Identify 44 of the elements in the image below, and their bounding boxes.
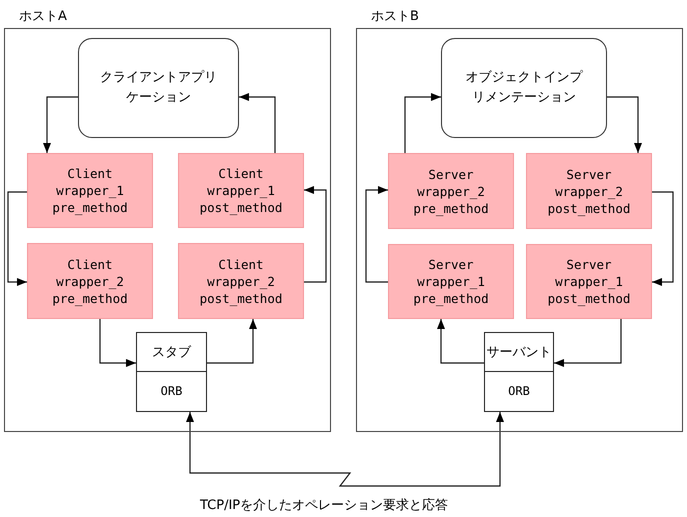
wrapper-box: [388, 244, 514, 319]
wrapper-box: [526, 244, 652, 319]
application-box: [441, 38, 607, 138]
arrow: [404, 93, 441, 153]
arrow: [437, 319, 484, 364]
arrow: [99, 319, 136, 367]
box-label: Client wrapper_1 post_method: [198, 165, 284, 216]
box-label: クライアントアプリケーション: [99, 69, 218, 107]
wrapper-box: [526, 153, 652, 229]
box-label: Server wrapper_2 pre_method: [412, 166, 490, 216]
arrow: [304, 186, 327, 283]
orb-box: [484, 371, 554, 412]
host-title: ホストB: [371, 8, 419, 25]
box-label: Client wrapper_2 post_method: [198, 256, 284, 306]
wrapper-box: [178, 153, 304, 228]
component-box: [136, 332, 207, 372]
edge-label: TCP/IPを介したオペレーション要求と応答: [200, 496, 448, 514]
box-label: ORB: [508, 383, 530, 400]
arrow: [365, 186, 388, 283]
component-box: [484, 332, 554, 372]
application-box: [78, 38, 239, 138]
wrapper-box: [27, 153, 153, 228]
host-title: ホストA: [19, 8, 67, 25]
box-label: スタブ: [152, 344, 191, 360]
arrow: [239, 93, 276, 153]
box-label: Client wrapper_1 pre_method: [51, 165, 129, 216]
arrow: [607, 96, 642, 153]
box-label: ORB: [160, 383, 182, 400]
arrow: [207, 319, 257, 364]
arrow: [186, 412, 504, 487]
arrow: [554, 319, 622, 367]
box-label: Server wrapper_1 pre_method: [412, 256, 490, 307]
box-label: Client wrapper_2 pre_method: [51, 256, 129, 306]
arrow: [7, 191, 27, 286]
orb-box: [136, 371, 207, 412]
box-label: Server wrapper_1 post_method: [546, 256, 632, 307]
arrow: [652, 191, 674, 286]
wrapper-box: [388, 153, 514, 229]
box-label: オブジェクトインプリメンテーション: [464, 69, 584, 107]
wrapper-box: [27, 243, 153, 319]
arrow: [43, 96, 78, 153]
box-label: サーバント: [486, 344, 552, 360]
wrapper-box: [178, 243, 304, 319]
box-label: Server wrapper_2 post_method: [546, 166, 632, 216]
